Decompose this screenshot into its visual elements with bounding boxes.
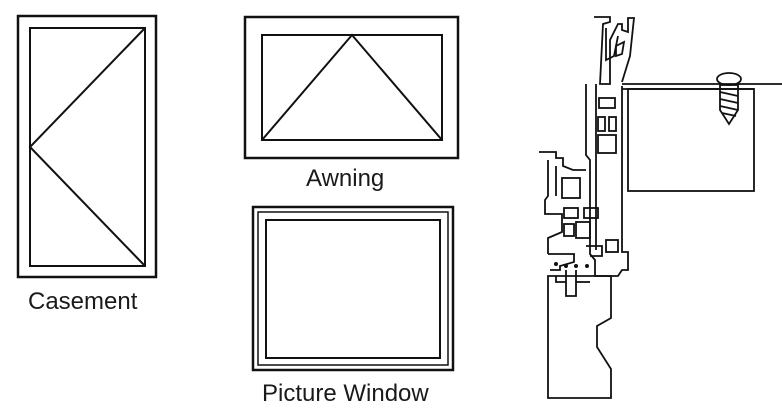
frame-cross-section xyxy=(539,16,782,399)
awning-window xyxy=(243,15,460,160)
picture-window-label: Picture Window xyxy=(262,380,429,407)
casement-window xyxy=(16,14,158,279)
picture-window xyxy=(251,205,455,372)
awning-label: Awning xyxy=(306,165,385,192)
casement-label: Casement xyxy=(28,288,138,315)
